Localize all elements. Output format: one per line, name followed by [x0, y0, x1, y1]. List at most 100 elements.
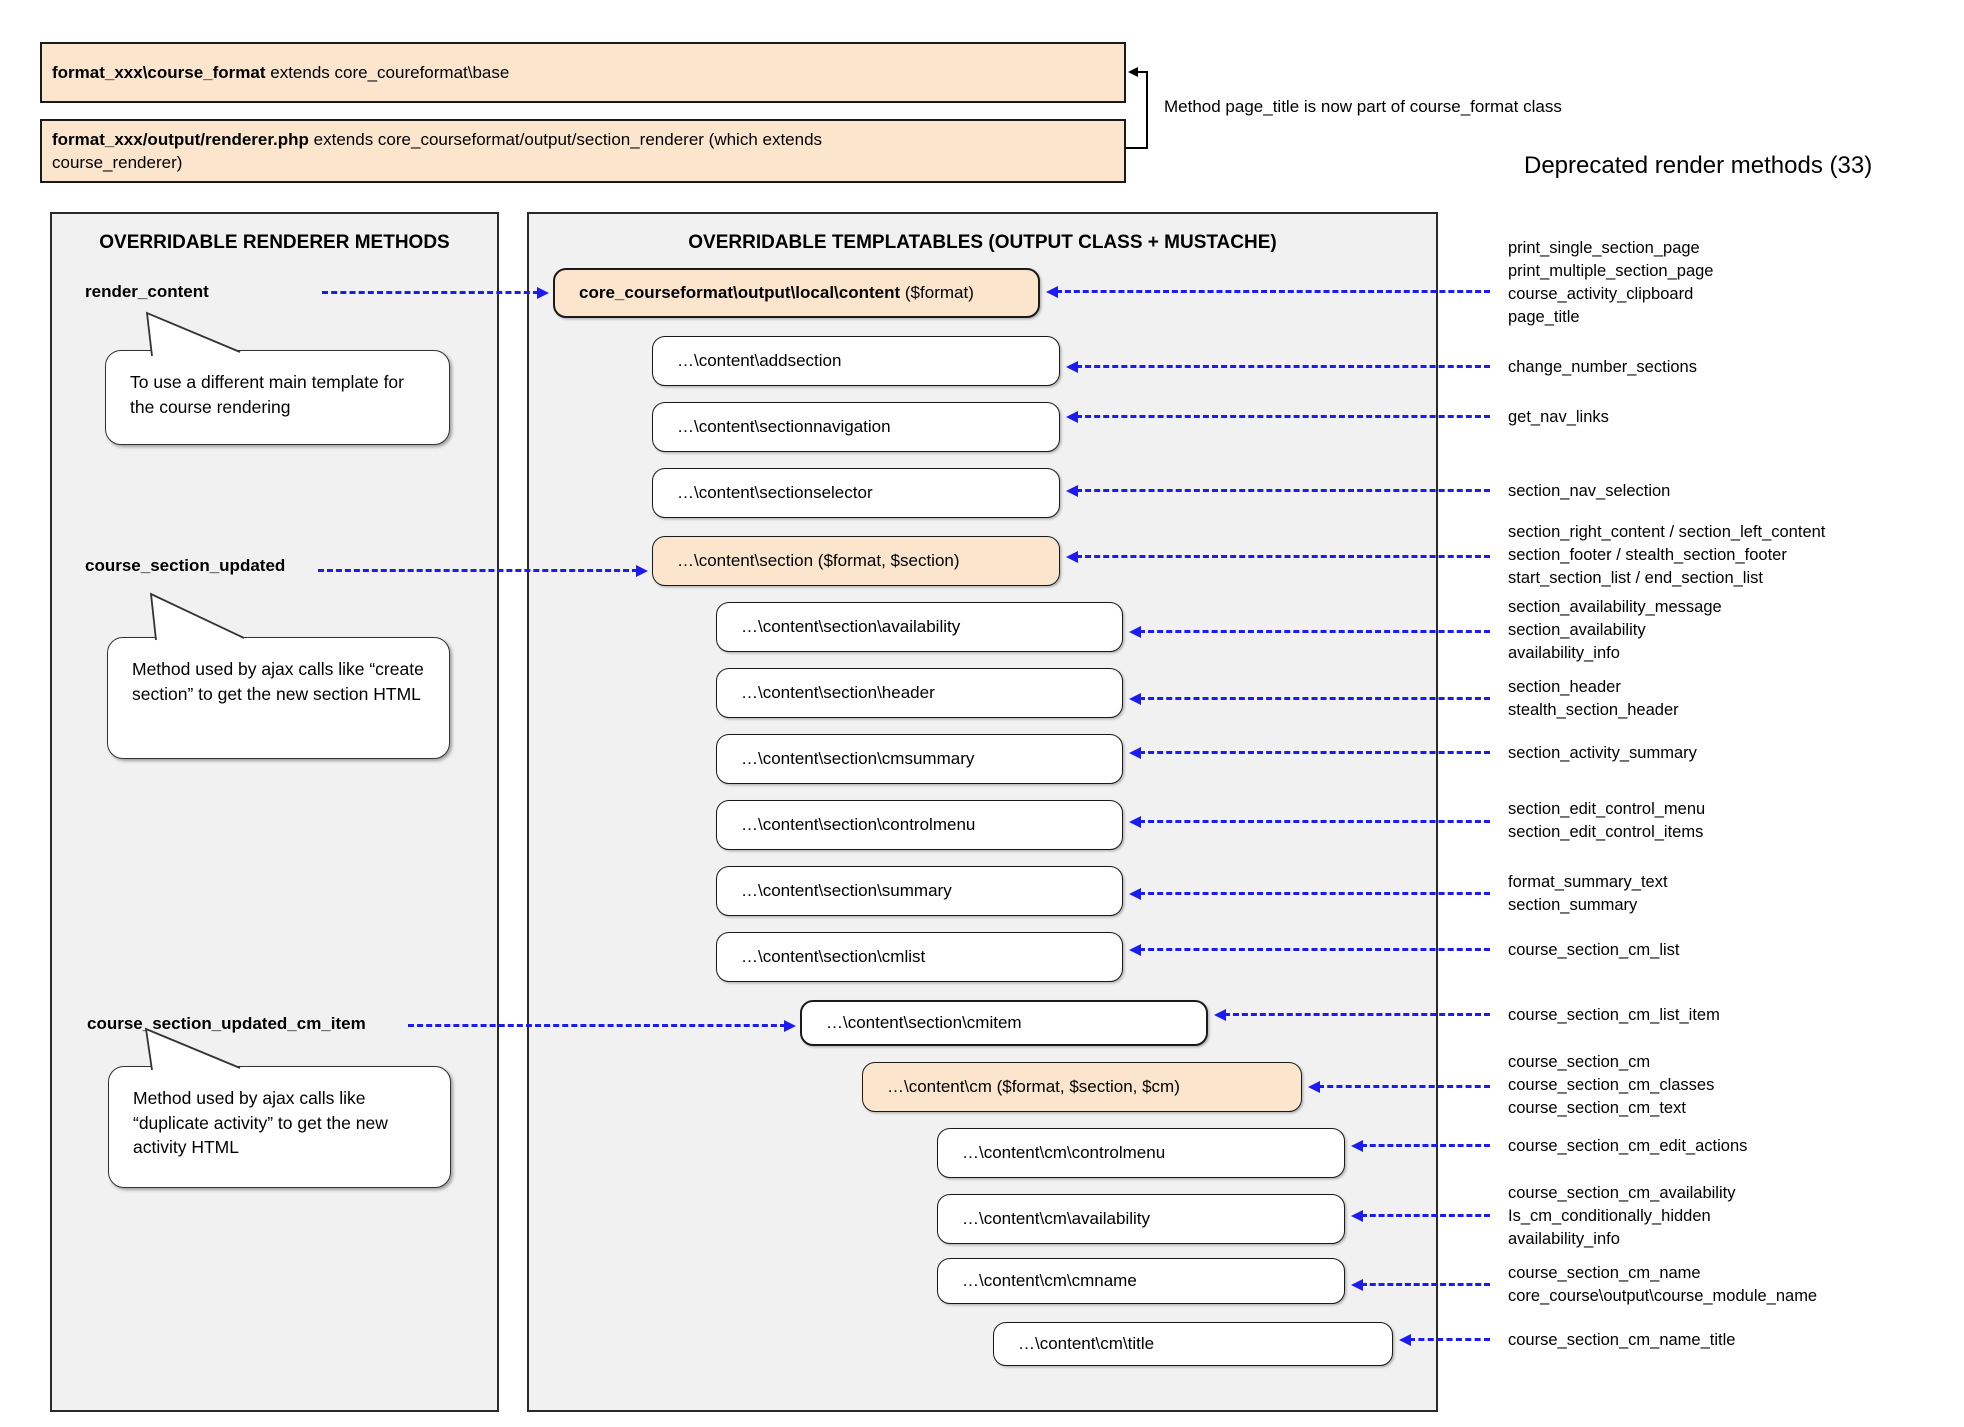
- templatable-box-label: …\content\section\summary: [717, 881, 960, 901]
- arrowhead-icon-deprecated-5: [1129, 626, 1141, 638]
- deprecated-method-name: availability_info: [1508, 1230, 1620, 1248]
- deprecated-method-name: get_nav_links: [1508, 408, 1609, 426]
- templatable-path: …\content\sectionnavigation: [677, 417, 891, 436]
- templatable-class-path: core_courseformat\output\local\content: [579, 283, 901, 302]
- templatable-path: …\content\section ($format, $section): [677, 551, 960, 570]
- deprecated-method-name: course_section_cm_availability: [1508, 1184, 1736, 1202]
- deprecated-method-name: section_summary: [1508, 896, 1638, 914]
- arrowhead-icon-deprecated-14: [1351, 1210, 1363, 1222]
- arrowhead-icon-deprecated-10: [1129, 944, 1141, 956]
- templatable-path: …\content\section\cmlist: [741, 947, 926, 966]
- bracket-vertical-line: [1146, 71, 1148, 149]
- render-content-bubble-tail: [145, 311, 241, 357]
- bracket-top-line: [1138, 71, 1148, 73]
- dashed-connector-course-section-updated: [318, 569, 638, 572]
- templatable-box-cm-availability: …\content\cm\availability: [937, 1194, 1345, 1244]
- templatable-box-cm-cmname: …\content\cm\cmname: [937, 1258, 1345, 1304]
- page-title-note: Method page_title is now part of course_…: [1164, 97, 1562, 116]
- deprecated-method-group: section_activity_summary: [1508, 742, 1697, 765]
- course-format-class-text: format_xxx\course_format extends core_co…: [42, 61, 519, 84]
- course-format-class-name: format_xxx\course_format: [52, 63, 266, 82]
- arrowhead-icon-deprecated-6: [1129, 693, 1141, 705]
- arrowhead-icon-deprecated-7: [1129, 747, 1141, 759]
- arrowhead-icon-deprecated-0: [1046, 286, 1058, 298]
- course-format-class-box: format_xxx\course_format extends core_co…: [40, 42, 1126, 103]
- deprecated-method-group: course_section_cm_edit_actions: [1508, 1135, 1747, 1158]
- dashed-connector-deprecated-2: [1076, 415, 1490, 418]
- templatable-box-label: …\content\section\header: [717, 683, 943, 703]
- templatable-box-label: …\content\addsection: [653, 351, 849, 371]
- cm-item-note-text: Method used by ajax calls like “duplicat…: [133, 1088, 388, 1157]
- arrowhead-icon-course-section-updated-cm-item: [784, 1020, 796, 1032]
- deprecated-method-name: course_section_cm: [1508, 1053, 1651, 1071]
- arrowhead-icon-deprecated-13: [1351, 1140, 1363, 1152]
- cm-item-note-bubble: Method used by ajax calls like “duplicat…: [108, 1066, 451, 1188]
- templatable-box-label: …\content\cm\availability: [938, 1209, 1158, 1229]
- course-section-updated-note-bubble: Method used by ajax calls like “create s…: [107, 637, 450, 759]
- templatable-box-label: …\content\section\availability: [717, 617, 968, 637]
- cm-item-bubble-tail: [144, 1027, 241, 1071]
- deprecated-method-name: core_course\output\course_module_name: [1508, 1287, 1818, 1305]
- templatable-box-label: …\content\sectionselector: [653, 483, 881, 503]
- deprecated-method-group: section_right_content / section_left_con…: [1508, 521, 1825, 590]
- arrowhead-icon-course-section-updated: [636, 565, 648, 577]
- dashed-connector-deprecated-4: [1076, 555, 1490, 558]
- templatable-box-label: …\content\cm ($format, $section, $cm): [863, 1077, 1188, 1097]
- templatable-box-label: …\content\section\controlmenu: [717, 815, 983, 835]
- deprecated-method-name: section_nav_selection: [1508, 482, 1671, 500]
- deprecated-method-name: course_section_cm_list_item: [1508, 1006, 1720, 1024]
- deprecated-method-group: course_section_cm_name_title: [1508, 1329, 1735, 1352]
- templatable-path: …\content\sectionselector: [677, 483, 873, 502]
- deprecated-method-name: section_header: [1508, 678, 1621, 696]
- templatable-path: …\content\cm ($format, $section, $cm): [887, 1077, 1180, 1096]
- dashed-connector-deprecated-11: [1224, 1013, 1490, 1016]
- deprecated-method-name: format_summary_text: [1508, 873, 1668, 891]
- templatable-path: …\content\section\summary: [741, 881, 952, 900]
- renderer-file-extends: extends core_courseformat/output/section…: [52, 130, 823, 172]
- bracket-arrowhead-icon: [1128, 67, 1138, 77]
- method-render-content: render_content: [85, 282, 209, 301]
- dashed-connector-deprecated-9: [1139, 892, 1490, 895]
- deprecated-method-group: course_section_cm_list_item: [1508, 1004, 1720, 1027]
- deprecated-method-name: course_section_cm_name_title: [1508, 1331, 1736, 1349]
- deprecated-method-group: get_nav_links: [1508, 406, 1609, 429]
- templatable-box-section-cmlist: …\content\section\cmlist: [716, 932, 1123, 982]
- deprecated-methods-title: Deprecated render methods (33): [1524, 152, 1873, 179]
- deprecated-method-name: section_edit_control_menu: [1508, 800, 1706, 818]
- deprecated-method-group: course_section_cm_list: [1508, 939, 1680, 962]
- templatable-path: …\content\cm\cmname: [962, 1271, 1137, 1290]
- templatable-box-cm-controlmenu: …\content\cm\controlmenu: [937, 1128, 1345, 1178]
- dashed-connector-deprecated-8: [1139, 820, 1490, 823]
- arrowhead-icon-deprecated-8: [1129, 816, 1141, 828]
- templatable-box-cm-title: …\content\cm\title: [993, 1322, 1393, 1366]
- templatable-box-section-availability: …\content\section\availability: [716, 602, 1123, 652]
- deprecated-method-name: Is_cm_conditionally_hidden: [1508, 1207, 1711, 1225]
- course-section-updated-note-text: Method used by ajax calls like “create s…: [132, 659, 424, 704]
- renderer-file-box: format_xxx/output/renderer.php extends c…: [40, 119, 1126, 183]
- dashed-connector-deprecated-1: [1076, 365, 1490, 368]
- deprecated-method-name: section_activity_summary: [1508, 744, 1697, 762]
- arrowhead-icon-deprecated-16: [1399, 1334, 1411, 1346]
- dashed-connector-deprecated-3: [1076, 489, 1490, 492]
- templatable-box-cm: …\content\cm ($format, $section, $cm): [862, 1062, 1302, 1112]
- dashed-connector-course-section-updated-cm-item: [408, 1024, 786, 1027]
- arrowhead-icon-deprecated-1: [1066, 361, 1078, 373]
- templatable-path: …\content\cm\availability: [962, 1209, 1151, 1228]
- templatable-box-sectionnavigation: …\content\sectionnavigation: [652, 402, 1060, 452]
- arrowhead-icon-deprecated-2: [1066, 411, 1078, 423]
- dashed-connector-deprecated-10: [1139, 948, 1490, 951]
- deprecated-method-name: page_title: [1508, 308, 1580, 326]
- templatable-class-args: ($format): [900, 283, 974, 302]
- arrowhead-icon-deprecated-12: [1308, 1081, 1320, 1093]
- arrowhead-icon-deprecated-4: [1066, 551, 1078, 563]
- deprecated-method-name: course_section_cm_edit_actions: [1508, 1137, 1748, 1155]
- dashed-connector-deprecated-13: [1361, 1144, 1490, 1147]
- templatable-box-addsection: …\content\addsection: [652, 336, 1060, 386]
- arrowhead-icon-render-content: [537, 287, 549, 299]
- dashed-connector-deprecated-16: [1409, 1338, 1490, 1341]
- templatable-box-label: …\content\cm\cmname: [938, 1271, 1145, 1291]
